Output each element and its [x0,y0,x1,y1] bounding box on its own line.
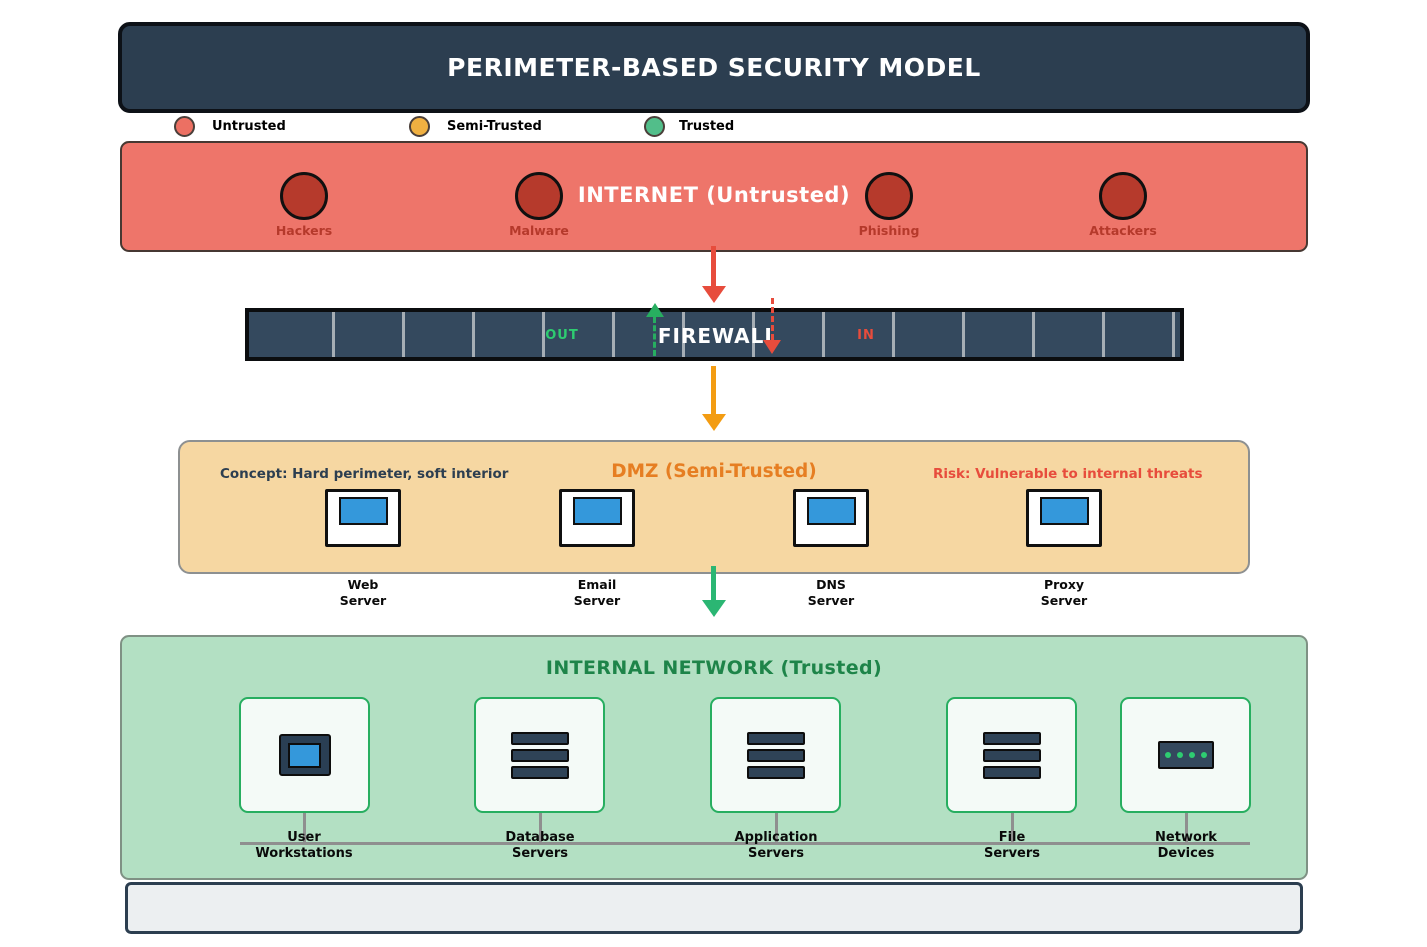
monitor-screen [806,497,856,525]
malware-label: Malware [509,223,569,238]
file-servers-box [946,697,1077,813]
firewall-bar: OUT FIREWALL IN [245,308,1184,361]
attackers-label: Attackers [1089,223,1157,238]
firewall-brick-divider [402,312,405,357]
filtered-traffic-arrow-head-icon [702,414,726,431]
phishing-label: Phishing [858,223,920,238]
legend-trusted-dot-icon [644,116,665,137]
inbound-arrow-head-icon [763,340,781,354]
trusted-traffic-arrow-shaft [711,566,716,602]
bus-connector [539,813,542,842]
internet-zone-heading: INTERNET (Untrusted) [577,183,851,207]
monitor-screen [572,497,622,525]
dmz-zone-heading: DMZ (Semi-Trusted) [611,461,817,482]
firewall-label: FIREWALL [657,324,779,348]
filtered-traffic-arrow-shaft [711,366,716,416]
user-workstations-box [239,697,370,813]
network-switch-icon [1157,741,1214,769]
workstation-monitor-icon [278,734,331,776]
malware-threat-icon [515,172,563,220]
firewall-brick-divider [892,312,895,357]
firewall-brick-divider [962,312,965,357]
firewall-brick-divider [612,312,615,357]
phishing-threat-icon [865,172,913,220]
legend-semi-trusted-label: Semi-Trusted [447,119,542,134]
email-server-monitor-icon [559,489,635,547]
firewall-brick-divider [1102,312,1105,357]
concept-note: Concept: Hard perimeter, soft interior [220,465,509,482]
firewall-brick-divider [1172,312,1175,357]
bus-connector [1185,813,1188,842]
firewall-brick-divider [542,312,545,357]
legend-untrusted-dot-icon [174,116,195,137]
firewall-out-label: OUT [545,328,579,343]
risk-note: Risk: Vulnerable to internal threats [933,465,1203,482]
legend-trusted-label: Trusted [679,119,735,134]
bus-connector [1011,813,1014,842]
web-server-monitor-icon [325,489,401,547]
proxy-server-monitor-icon [1026,489,1102,547]
legend-semi-trusted-dot-icon [409,116,430,137]
hackers-label: Hackers [275,223,333,238]
outbound-arrow-shaft [653,317,656,356]
bus-connector [303,813,306,842]
application-servers-box [710,697,841,813]
internal-network-heading: INTERNAL NETWORK (Trusted) [545,657,883,679]
diagram-title: PERIMETER-BASED SECURITY MODEL [118,22,1310,113]
footer-note-bar [125,882,1303,934]
firewall-brick-divider [752,312,755,357]
network-bus-line [240,842,1250,845]
attack-arrow-shaft [711,246,716,288]
attackers-threat-icon [1099,172,1147,220]
server-stack-icon [982,731,1041,779]
firewall-brick-divider [822,312,825,357]
trusted-traffic-arrow-head-icon [702,600,726,617]
legend-untrusted-label: Untrusted [212,119,286,134]
dns-server-monitor-icon [793,489,869,547]
firewall-in-label: IN [857,328,875,343]
inbound-arrow-shaft [771,298,774,340]
bus-connector [775,813,778,842]
firewall-brick-divider [332,312,335,357]
network-devices-box [1120,697,1251,813]
hackers-threat-icon [280,172,328,220]
firewall-brick-divider [472,312,475,357]
attack-arrow-head-icon [702,286,726,303]
server-stack-icon [746,731,805,779]
monitor-screen [1039,497,1089,525]
monitor-screen [338,497,388,525]
diagram-title-text: PERIMETER-BASED SECURITY MODEL [447,53,981,82]
server-stack-icon [510,731,569,779]
firewall-brick-divider [682,312,685,357]
database-servers-box [474,697,605,813]
outbound-arrow-head-icon [646,303,664,317]
firewall-brick-divider [1032,312,1035,357]
